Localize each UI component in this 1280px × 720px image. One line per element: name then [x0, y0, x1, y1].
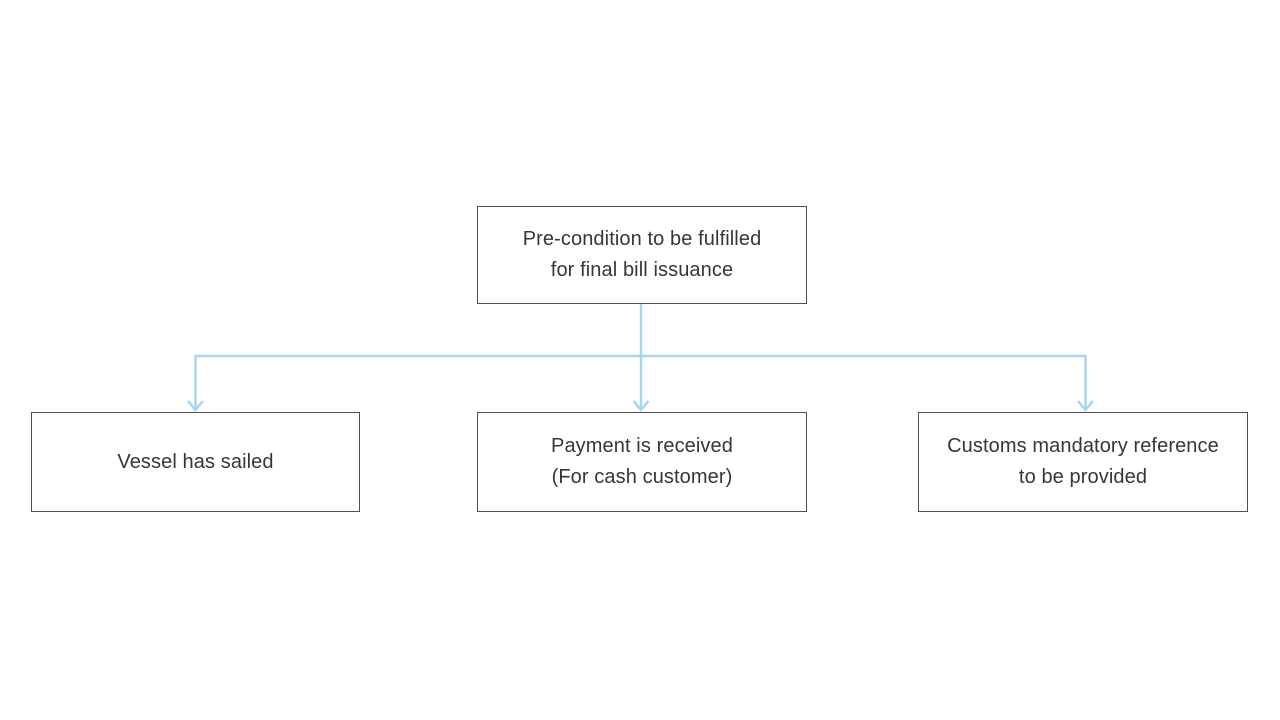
- flowchart-box-vessel-sailed: Vessel has sailed: [31, 412, 360, 512]
- box-text-line: Pre-condition to be fulfilled: [522, 228, 762, 250]
- flowchart-box-customs-reference: Customs mandatory reference to be provid…: [918, 412, 1248, 512]
- arrowhead-right-icon: [1077, 400, 1094, 412]
- arrowhead-left-icon: [187, 400, 204, 412]
- flowchart-box-payment-received: Payment is received (For cash customer): [477, 412, 807, 512]
- flowchart-box-precondition: Pre-condition to be fulfilled for final …: [477, 206, 807, 304]
- box-text-line: to be provided: [1018, 466, 1148, 488]
- arrowhead-middle-icon: [632, 400, 650, 412]
- box-text-line: Payment is received: [551, 435, 733, 457]
- box-text-line: Customs mandatory reference: [947, 435, 1219, 457]
- box-text-line: Vessel has sailed: [117, 450, 274, 473]
- connector-branch-rail: [194, 354, 1087, 408]
- box-text-line: (For cash customer): [551, 466, 733, 488]
- box-text-line: for final bill issuance: [550, 259, 734, 281]
